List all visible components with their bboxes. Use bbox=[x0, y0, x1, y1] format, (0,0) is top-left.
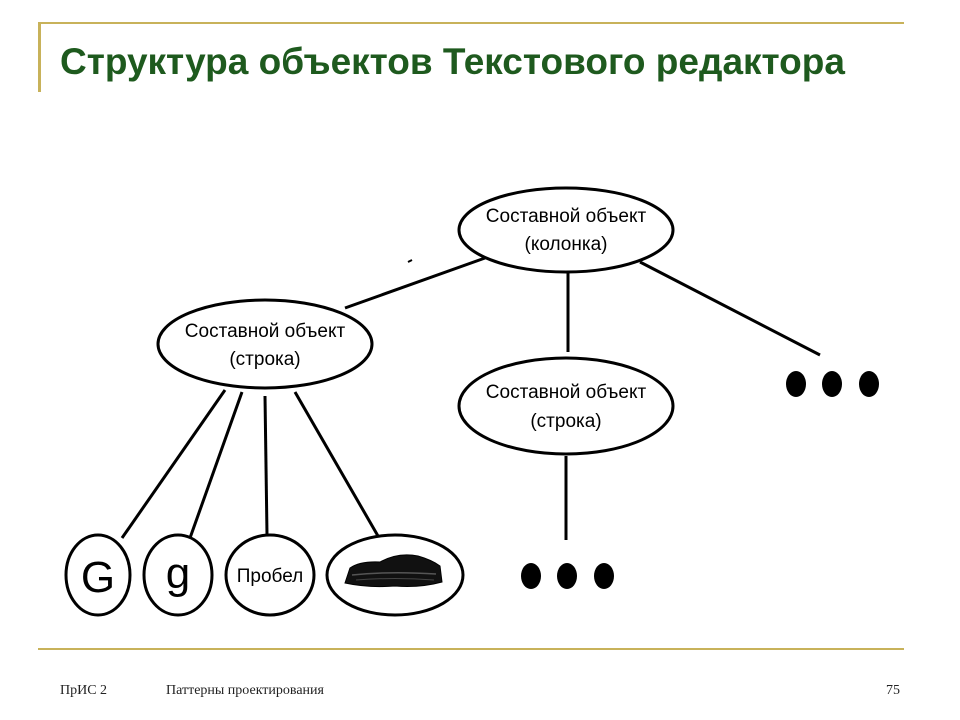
leaf-g-lower-label: g bbox=[166, 549, 190, 598]
connectors bbox=[120, 256, 821, 540]
edge-row-space bbox=[263, 395, 269, 536]
leaf-g-lower-ellipse bbox=[142, 533, 214, 617]
edge-row-g-lower bbox=[188, 391, 244, 539]
node-row-left-label-1: Составной объект bbox=[185, 321, 346, 342]
dot bbox=[859, 371, 879, 397]
accent-bar-top bbox=[38, 22, 904, 24]
accent-bar-vertical bbox=[38, 22, 41, 92]
edge-row-g-upper bbox=[120, 389, 227, 539]
image-texture bbox=[355, 578, 435, 581]
dot bbox=[521, 563, 541, 589]
edge-root-row-left bbox=[344, 256, 486, 310]
leaf-space: Пробел bbox=[224, 533, 316, 617]
edge-row-image bbox=[293, 391, 380, 537]
footer-rule bbox=[38, 648, 904, 650]
leaf-space-ellipse bbox=[224, 533, 316, 617]
node-row-left-ellipse bbox=[156, 298, 374, 390]
dot bbox=[557, 563, 577, 589]
edge-root-ellipsis bbox=[639, 260, 821, 357]
leaf-g-upper-label: G bbox=[81, 553, 115, 602]
leaf-space-label: Пробел bbox=[237, 566, 303, 587]
ellipsis-row-mid bbox=[521, 563, 614, 589]
node-root-label-2: (колонка) bbox=[525, 234, 608, 255]
image-texture bbox=[351, 571, 437, 576]
node-root-label-1: Составной объект bbox=[486, 206, 647, 227]
node-row-mid-label-2: (строка) bbox=[530, 411, 601, 432]
leaf-g-upper-ellipse bbox=[64, 533, 132, 617]
footer-topic: Паттерны проектирования bbox=[166, 683, 324, 698]
node-row-mid-ellipse bbox=[457, 356, 675, 456]
node-row-left-label-2: (строка) bbox=[229, 349, 300, 370]
node-row-left: Составной объект (строка) bbox=[156, 298, 374, 390]
node-row-mid-label-1: Составной объект bbox=[486, 382, 647, 403]
node-row-mid: Составной объект (строка) bbox=[457, 356, 675, 456]
footer-page-number: 75 bbox=[886, 683, 900, 698]
dot bbox=[786, 371, 806, 397]
dot bbox=[594, 563, 614, 589]
leaf-image bbox=[325, 533, 465, 617]
stray-mark bbox=[407, 259, 413, 263]
image-icon bbox=[344, 554, 443, 588]
dot bbox=[822, 371, 842, 397]
slide-title: Структура объектов Текстового редактора bbox=[60, 41, 845, 82]
node-root-ellipse bbox=[457, 186, 675, 274]
node-root: Составной объект (колонка) bbox=[457, 186, 675, 274]
ellipsis-root bbox=[786, 371, 879, 397]
footer-course: ПрИС 2 bbox=[60, 683, 108, 698]
leaf-g-lower: g bbox=[142, 533, 214, 617]
leaf-g-upper: G bbox=[64, 533, 132, 617]
